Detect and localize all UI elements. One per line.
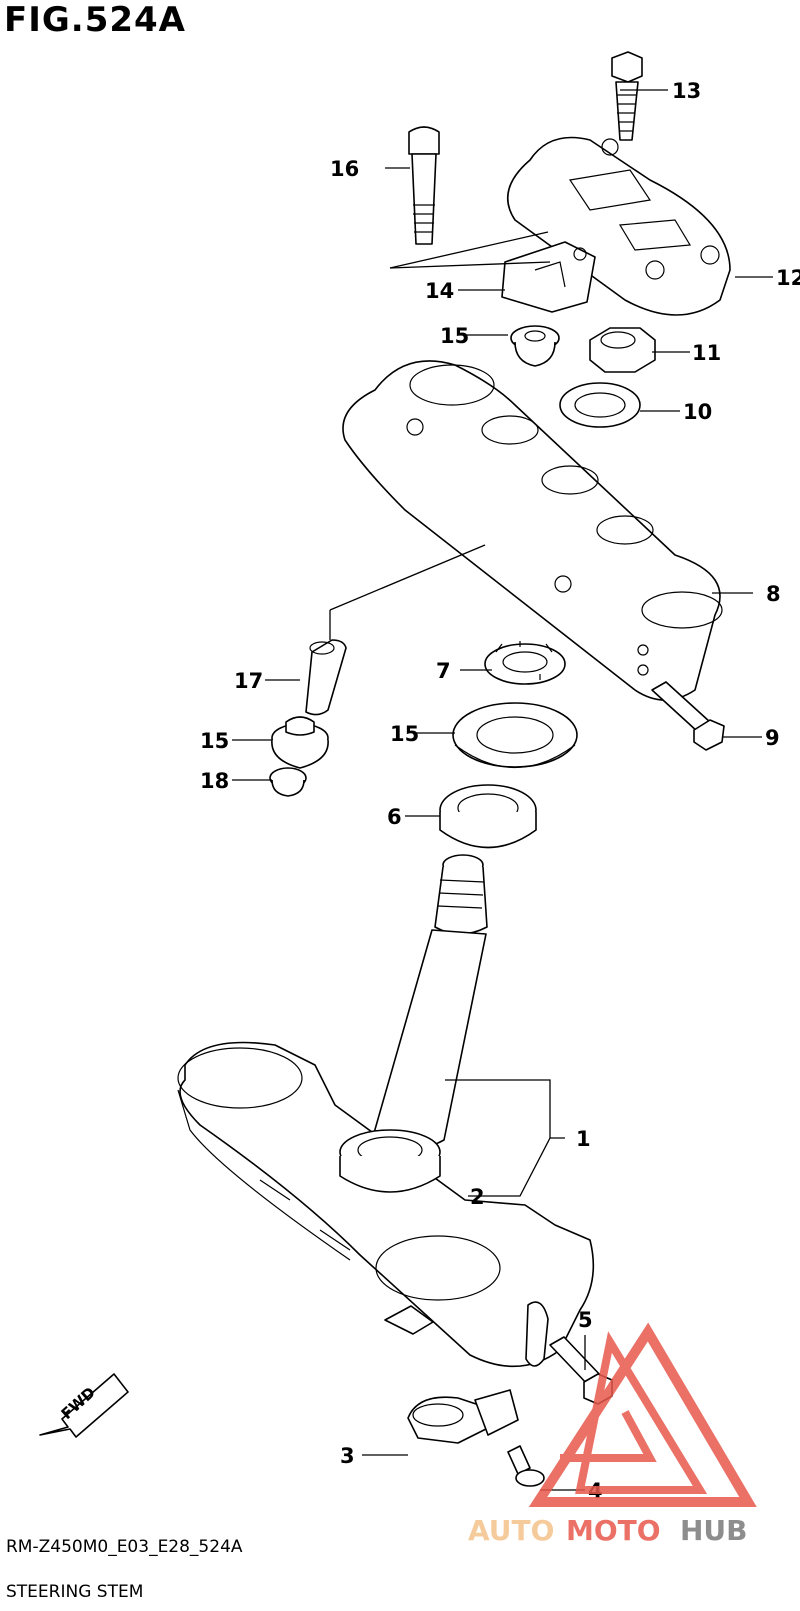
callout-11: 11 xyxy=(692,341,721,365)
part-9-bolt xyxy=(651,681,725,751)
callout-7: 7 xyxy=(436,659,451,683)
callout-18: 17 xyxy=(234,669,263,693)
diagram-caption: STEERING STEM xyxy=(6,1582,144,1602)
part-17-bolt xyxy=(408,126,440,245)
callout-16: 15 xyxy=(390,722,419,746)
callout-numbers: 13 16 14 12 15 11 10 8 17 7 15 9 15 18 6… xyxy=(200,79,800,1503)
model-code: RM-Z450M0_E03_E28_524A xyxy=(6,1537,243,1557)
figure-title: FIG.524A xyxy=(4,0,186,40)
watermark-logo: AUTO MOTO HUB xyxy=(468,1322,757,1547)
part-19-nut xyxy=(269,767,307,797)
part-15-cap-upper xyxy=(510,325,560,367)
part-18-tube xyxy=(305,639,347,716)
part-11-nut xyxy=(589,327,656,373)
fwd-arrow: FWD xyxy=(39,1373,129,1438)
part-16-seal xyxy=(452,702,578,769)
callout-10: 10 xyxy=(683,400,712,424)
watermark-hub: HUB xyxy=(680,1514,748,1547)
callout-14: 14 xyxy=(425,279,454,303)
part-6-bearing xyxy=(439,784,537,849)
part-14-clamp xyxy=(501,241,596,313)
callout-19: 18 xyxy=(200,769,229,793)
part-13-bolt xyxy=(611,51,643,141)
part-7-lock-nut xyxy=(484,641,566,685)
callout-2: 2 xyxy=(470,1185,485,1209)
callout-15-upper: 15 xyxy=(440,324,469,348)
part-4-bolt xyxy=(507,1445,545,1487)
part-10-washer xyxy=(559,382,641,428)
part-8-upper-bracket xyxy=(342,360,723,701)
part-3-clamp xyxy=(407,1389,519,1444)
callout-15-lower: 15 xyxy=(200,729,229,753)
callout-3: 3 xyxy=(340,1444,355,1468)
part-2-dust-seal xyxy=(339,1129,441,1193)
callout-5: 5 xyxy=(578,1308,593,1332)
watermark-moto: MOTO xyxy=(566,1514,661,1547)
callout-8: 8 xyxy=(766,582,781,606)
part-15-cap-lower xyxy=(271,716,329,769)
watermark-auto: AUTO xyxy=(468,1514,554,1547)
leader-lines xyxy=(232,89,773,1491)
callout-9: 9 xyxy=(765,726,780,750)
callout-1: 1 xyxy=(576,1127,591,1151)
part-1-steering-stem xyxy=(177,854,595,1368)
callout-17: 16 xyxy=(330,157,359,181)
callout-12: 12 xyxy=(776,266,800,290)
callout-6: 6 xyxy=(387,805,402,829)
part-12-handlebar-holder xyxy=(506,136,731,316)
callout-13: 13 xyxy=(672,79,701,103)
